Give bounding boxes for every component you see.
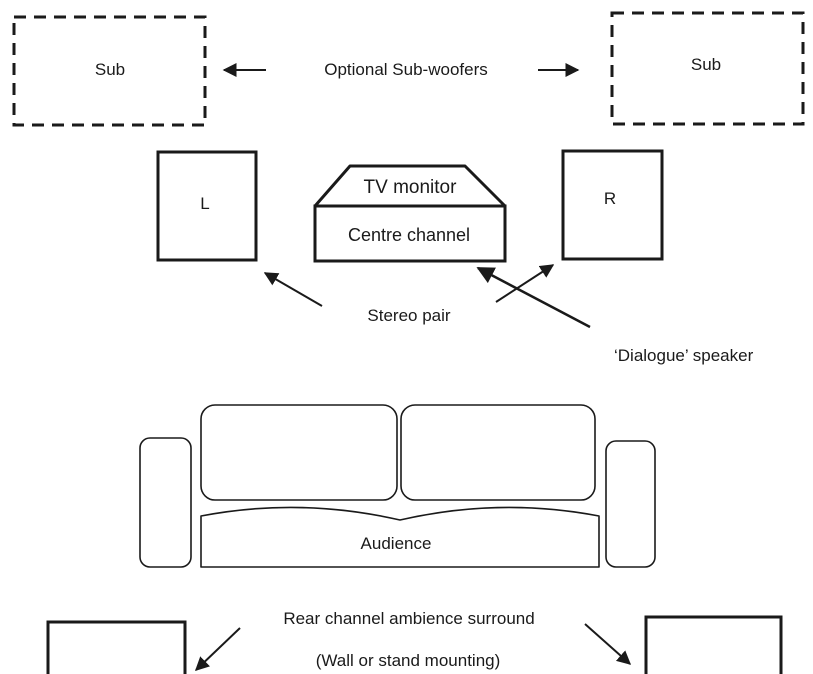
subwoofer-left-label: Sub bbox=[94, 60, 126, 79]
sofa-cushion-right bbox=[400, 404, 596, 501]
optional-subwoofers-label: Optional Sub-woofers bbox=[324, 60, 488, 79]
subwoofer-right-box bbox=[610, 11, 805, 126]
rear-surround-label: Rear channel ambience surround bbox=[283, 609, 535, 628]
speaker-left-label: L bbox=[200, 194, 210, 213]
speaker-right-label: R bbox=[603, 189, 617, 208]
sofa-cushion-left bbox=[200, 404, 398, 501]
rear-speaker-left-box bbox=[46, 620, 187, 674]
arrow-stereo-to-left bbox=[263, 272, 323, 307]
arrow-dialogue-to-centre bbox=[476, 266, 591, 329]
arrow-to-rear-right bbox=[584, 623, 632, 665]
arrow-stereo-to-right bbox=[495, 264, 555, 303]
subwoofer-left-box bbox=[12, 15, 207, 127]
centre-channel-box bbox=[313, 204, 507, 263]
sofa-left-arm bbox=[139, 437, 192, 568]
centre-channel-label: Centre channel bbox=[347, 225, 471, 245]
audience-label: Audience bbox=[360, 534, 432, 553]
mounting-note-label: (Wall or stand mounting) bbox=[315, 651, 501, 670]
speaker-right-box bbox=[561, 149, 664, 261]
stereo-pair-label: Stereo pair bbox=[367, 306, 451, 325]
rear-speaker-right-box bbox=[644, 615, 783, 674]
tv-monitor-label: TV monitor bbox=[363, 177, 457, 198]
sofa-seat bbox=[200, 506, 600, 568]
speaker-left-box bbox=[156, 150, 258, 262]
sofa-right-arm bbox=[605, 440, 656, 568]
arrow-to-rear-left bbox=[194, 627, 241, 671]
dialogue-speaker-label: ‘Dialogue’ speaker bbox=[614, 346, 754, 365]
subwoofer-right-label: Sub bbox=[690, 55, 722, 74]
